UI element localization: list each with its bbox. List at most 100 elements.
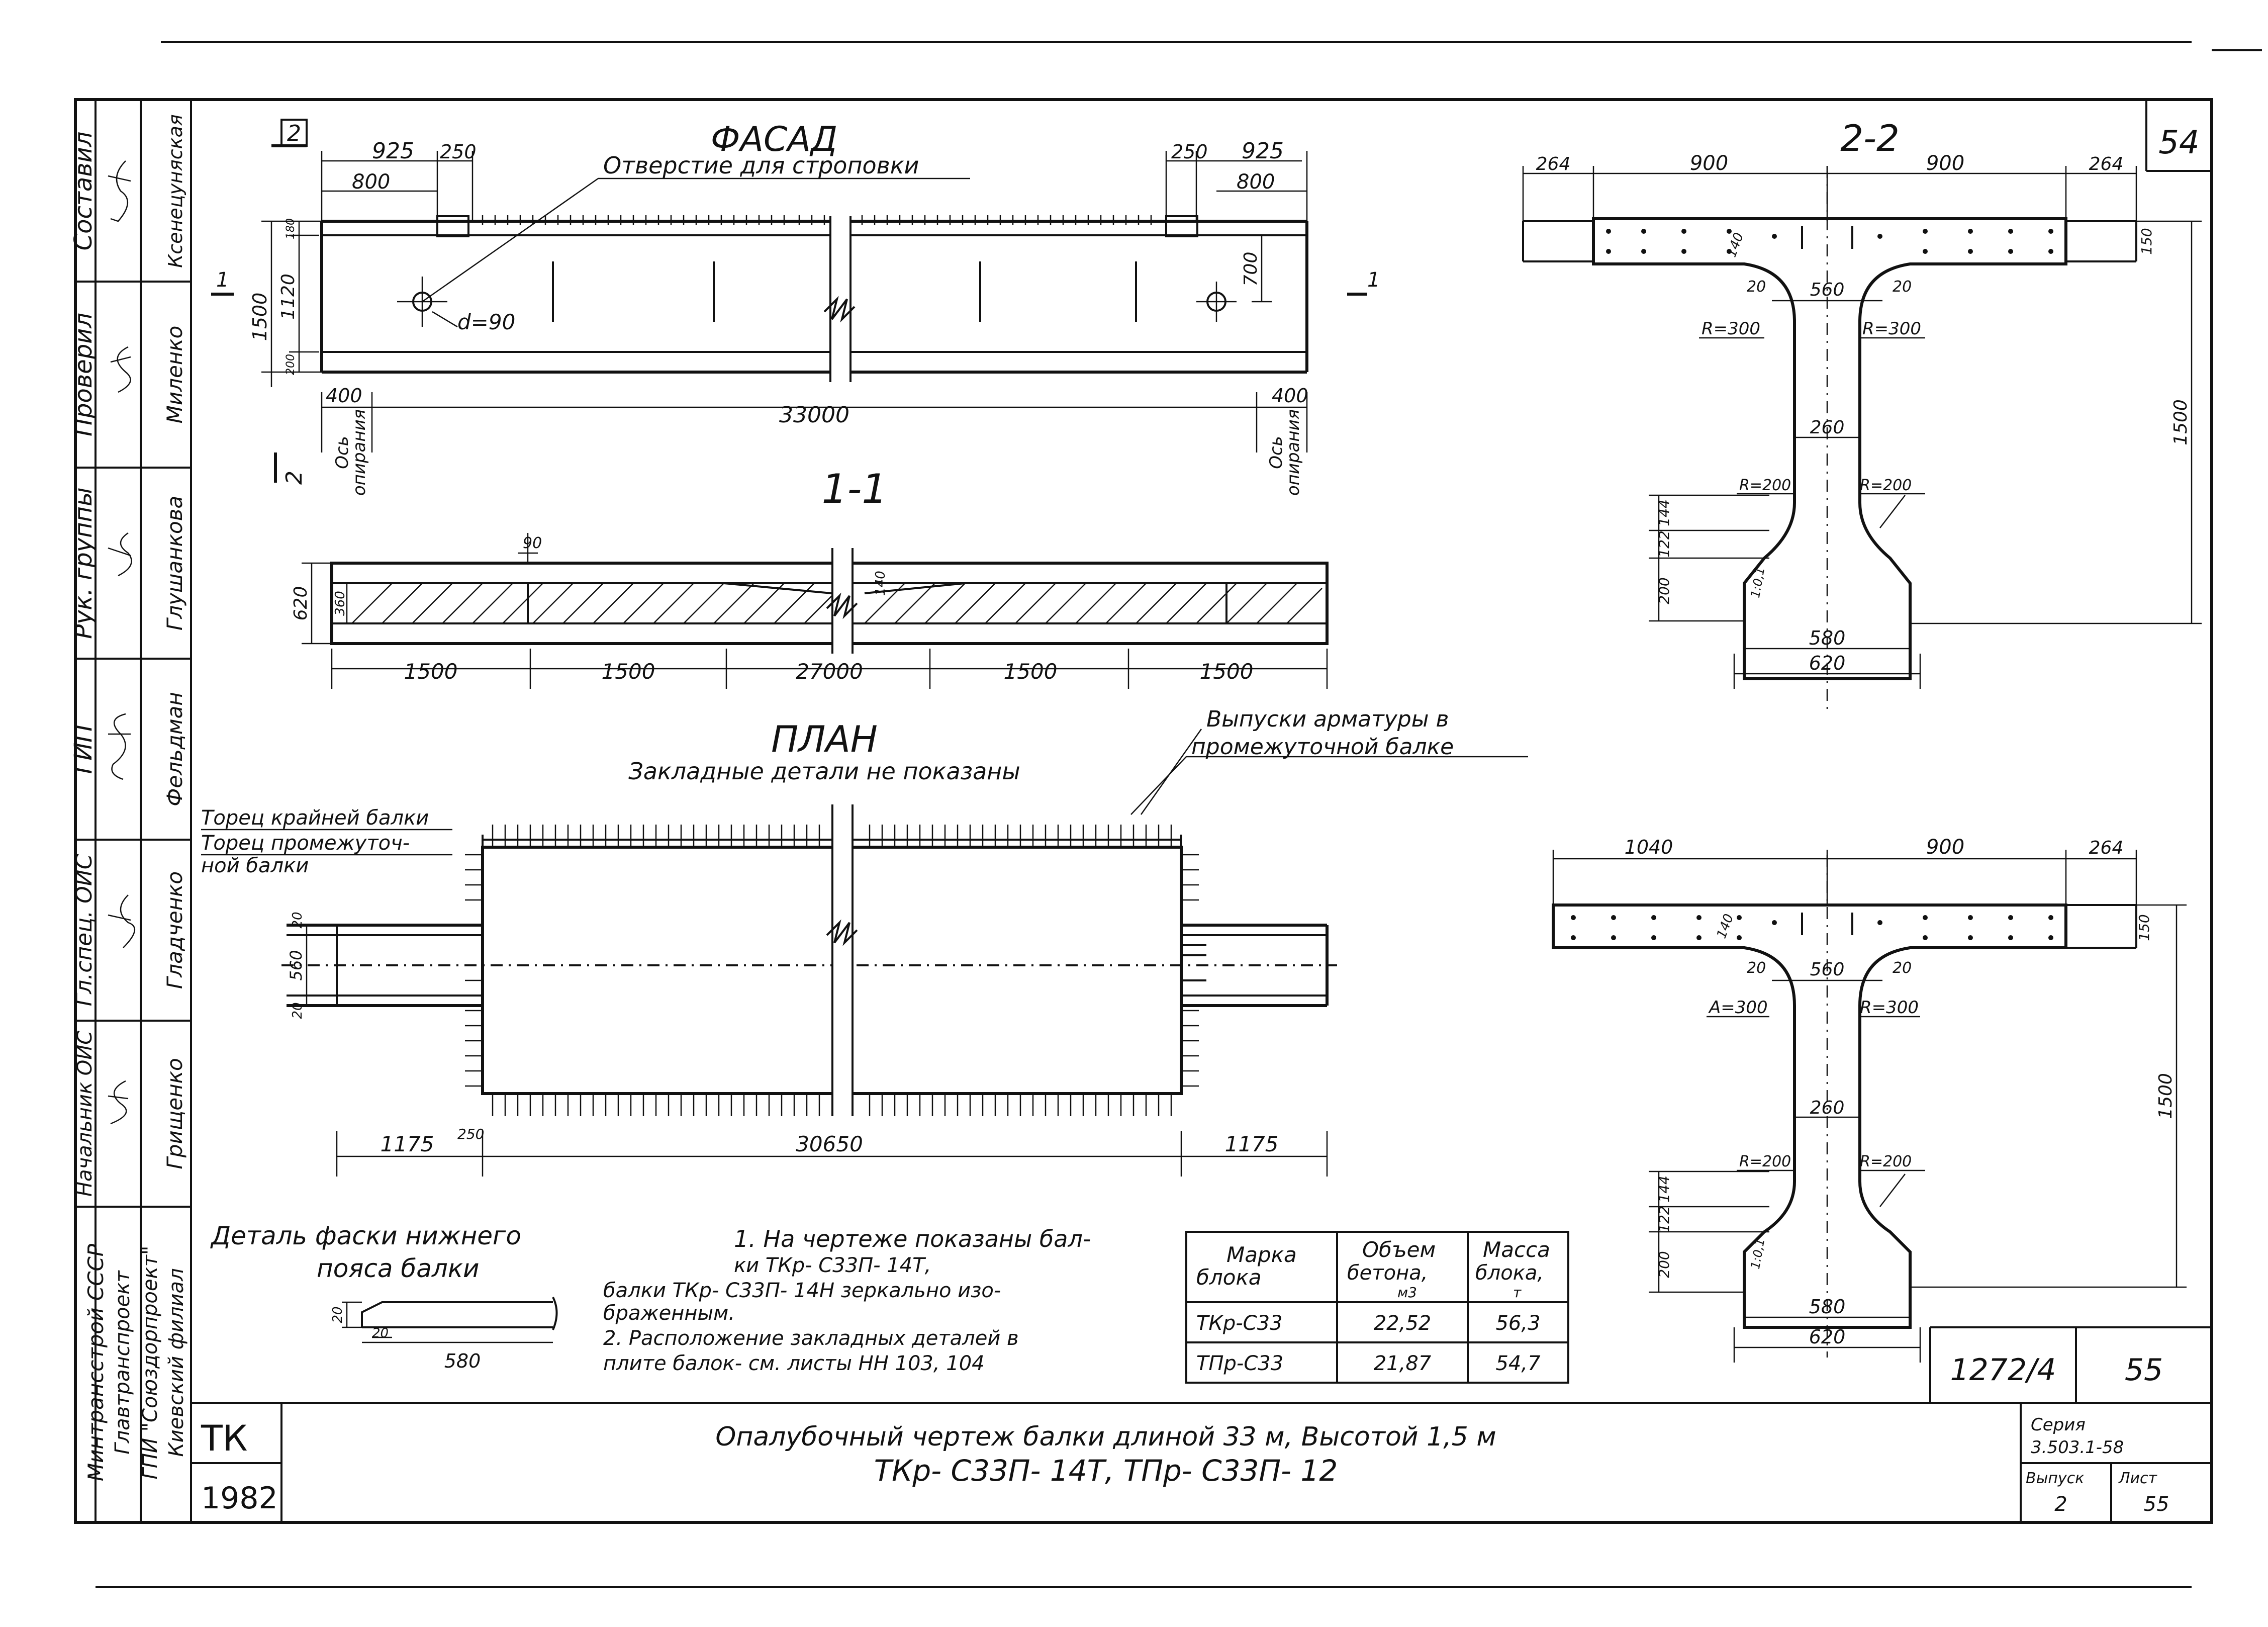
table-row-1-volume: 22,52 (1374, 1312, 1432, 1335)
note-2a: 2. Расположение закладных деталей в (603, 1327, 1019, 1350)
section-2-2-dim-560: 560 (1810, 280, 1845, 300)
notes: 1. На чертеже показаны бал- ки ТКр- С33П… (603, 1225, 1091, 1375)
section-1-1-dim-2: 1500 (602, 659, 655, 684)
section-end-r300-right: R=300 (1860, 998, 1919, 1018)
table-row-1-mass: 56,3 (1495, 1312, 1540, 1335)
section-2-2-r200-right: R=200 (1860, 477, 1912, 494)
stamp-org-2: Главтранспроект (111, 1270, 134, 1455)
table-row-2-volume: 21,87 (1374, 1352, 1432, 1375)
table-row-2-mark: ТПр-С33 (1196, 1352, 1283, 1375)
section-1-1-dim-3: 27000 (796, 659, 863, 684)
stamp-role-1: Составил (69, 132, 98, 251)
page-frame (74, 41, 2262, 1588)
detail-title-2: пояса балки (317, 1254, 480, 1283)
table-row-1-mark: ТКр-С33 (1196, 1312, 1282, 1335)
facade-dim-925-left: 925 (372, 138, 414, 164)
plan-dim-20-top: 20 (290, 912, 305, 928)
section-1-1-dim-140: 140 (873, 571, 888, 596)
plan-subtitle: Закладные детали не показаны (628, 758, 1020, 785)
side-stamp: Составил Проверил Рук. группы ГИП Гл.спе… (69, 100, 191, 1522)
section-end-dim-20-left: 20 (1747, 959, 1766, 977)
plan-title: ПЛАН (771, 718, 878, 760)
table-header-2a: Объем (1362, 1237, 1436, 1262)
stamp-name-6: Грищенко (162, 1058, 187, 1169)
plan-dim-2: 30650 (796, 1132, 863, 1156)
plan-rebar-bottom (492, 1094, 1172, 1116)
section-end-slope: 1:0,1 (1748, 1237, 1767, 1270)
title-line-1: Опалубочный чертеж балки длиной 33 м, Вы… (715, 1422, 1496, 1452)
section-2-2-dim-top-1: 264 (1536, 154, 1571, 174)
detail-title-1: Деталь фаски нижнего (210, 1221, 521, 1250)
section-end-dim-top-3: 264 (2089, 838, 2124, 858)
stamp-role-4: ГИП (69, 725, 98, 774)
table-header-1a: Марка (1226, 1242, 1297, 1267)
title-sheet-value: 55 (2144, 1493, 2169, 1516)
table-header-3c: т (1513, 1284, 1522, 1301)
section-2-2-outline (1592, 217, 2067, 680)
section-end-dim-20-right: 20 (1893, 959, 1912, 977)
section-2-2-dim-580: 580 (1809, 627, 1846, 649)
title-year: 1982 (201, 1481, 278, 1516)
section-end-dim-150: 150 (2136, 914, 2152, 941)
table-header-2b: бетона, (1347, 1261, 1428, 1285)
note-1b: ки ТКр- С33П- 14Т, (734, 1254, 931, 1277)
section-2-2-r300-left: R=300 (1702, 319, 1760, 339)
stamp-name-3: Глушанкова (162, 496, 187, 630)
facade-dim-800-left: 800 (352, 170, 390, 194)
title-code: ТК (201, 1418, 247, 1459)
section-end-dim-top-2: 900 (1926, 836, 1964, 859)
section-end-outline (1552, 903, 2067, 1329)
section-2-2: 2-2 264 900 900 264 150 140 560 20 20 R=… (1522, 117, 2202, 714)
title-line-2: ТКр- С33П- 14Т, ТПр- С33П- 12 (874, 1454, 1338, 1488)
section-end-dim-260: 260 (1810, 1098, 1845, 1118)
section-2-2-dim-150: 150 (2138, 228, 2155, 254)
detail-dim-20a: 20 (330, 1306, 345, 1323)
facade-section-mark-top: 2 (287, 121, 301, 146)
section-2-2-dim-1500: 1500 (2170, 399, 2191, 445)
section-2-2-slope: 1:0,1 (1748, 566, 1767, 599)
plan-dim-20-bottom: 20 (290, 1002, 305, 1019)
facade-dim-200: 200 (285, 354, 297, 375)
section-2-2-dim-20-right: 20 (1893, 278, 1912, 296)
section-1-1-dim-1: 1500 (404, 659, 458, 684)
section-1-1-dim-4: 1500 (1004, 659, 1058, 684)
plan-end-label-2: Торец промежуточ- (201, 832, 410, 855)
section-end-r200-left: R=200 (1739, 1153, 1791, 1170)
section-2-2-title: 2-2 (1840, 117, 1900, 159)
stamp-org-4: Киевский филиал (165, 1268, 188, 1457)
sheet-number: 54 (2158, 124, 2199, 161)
table-header-3a: Масса (1483, 1237, 1550, 1262)
plan-rebar-top (492, 825, 1172, 847)
facade-dim-250-right: 250 (1171, 141, 1208, 163)
facade-axis-left-2: опирания (349, 409, 369, 496)
stamp-name-4: Фельдман (162, 692, 187, 806)
section-2-2-r200-left: R=200 (1739, 477, 1791, 494)
signature-marks (108, 160, 136, 1125)
section-1-1-dim-5: 1500 (1200, 659, 1254, 684)
plan-dim-250: 250 (457, 1126, 484, 1142)
facade-dim-33000: 33000 (779, 402, 849, 428)
table-header-2c: м3 (1397, 1284, 1417, 1301)
section-end-dim-1500: 1500 (2155, 1073, 2176, 1119)
stamp-org-3: ГПИ "Союздорпроект" (139, 1246, 162, 1480)
section-1-1-dim-620: 620 (291, 586, 311, 621)
facade-axis-left-1: Ось (332, 436, 352, 469)
section-2-2-dim-top-4: 264 (2089, 154, 2124, 174)
plan-view: ПЛАН Закладные детали не показаны Выпуск… (201, 706, 1528, 1177)
facade-hole-label: Отверстие для строповки (603, 152, 919, 179)
facade-dim-1500: 1500 (249, 293, 271, 341)
table-row-2-mass: 54,7 (1495, 1352, 1541, 1375)
chamfer-detail: Деталь фаски нижнего пояса балки 20 20 5… (210, 1221, 558, 1372)
stamp-role-2: Проверил (69, 313, 98, 436)
stamp-name-5: Гладченко (162, 871, 187, 989)
stamp-org-1: Минтрансстрой СССР (83, 1243, 108, 1481)
section-1-1-title: 1-1 (822, 466, 888, 512)
facade-dim-800-right: 800 (1237, 170, 1275, 194)
stamp-role-5: Гл.спец. ОИС (71, 854, 97, 1006)
section-2-2-dim-left-1: 144 (1656, 499, 1672, 526)
facade-section-mark-bottom: 2 (281, 471, 307, 485)
section-end-dim-left-2: 122 (1656, 1206, 1672, 1232)
stamp-role-6: Начальник ОИС (73, 1031, 97, 1197)
detail-dim-20b: 20 (372, 1326, 389, 1341)
section-1-1-dim-360: 360 (333, 591, 348, 616)
